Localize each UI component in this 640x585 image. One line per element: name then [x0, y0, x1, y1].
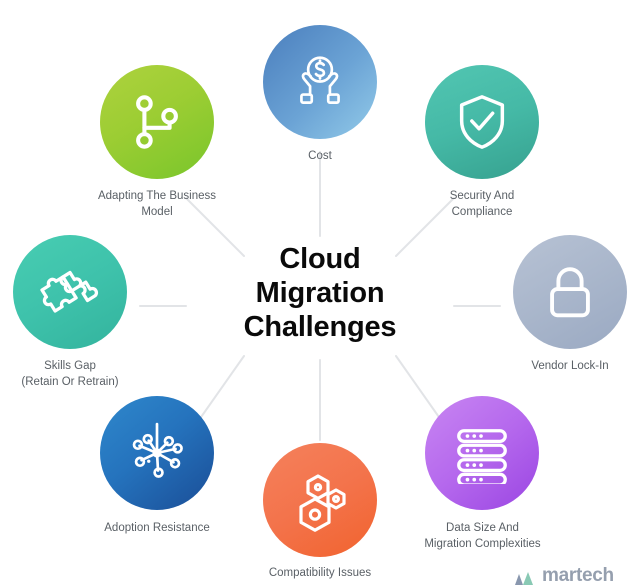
caption-skills-gap: Skills Gap (Retain Or Retrain) — [21, 360, 119, 388]
shield-check-icon — [459, 95, 505, 149]
caption-vendor-lock-in: Vendor Lock-In — [531, 360, 609, 372]
hexagon-molecules-icon — [299, 474, 346, 532]
git-branch-icon — [136, 95, 178, 149]
caption-security-and-compliance: Security And Compliance — [449, 190, 515, 218]
padlock-icon — [550, 267, 590, 318]
center-title-line-3: Challenges — [243, 311, 397, 344]
bubble-data-size-and-migration-complexities[interactable] — [425, 396, 539, 510]
watermark-text: martech — [542, 565, 614, 585]
bubble-security-and-compliance[interactable] — [425, 65, 539, 179]
caption-compatibility-issues: Compatibility Issues — [268, 567, 372, 579]
martech-logo-icon — [515, 571, 533, 585]
caption-data-size-and-migration-complexities: Data Size And Migration Complexities — [424, 522, 541, 550]
center-title-line-1: Cloud — [279, 242, 361, 275]
center-title: Cloud Migration Challenges — [190, 238, 450, 348]
bubble-vendor-lock-in[interactable] — [513, 235, 627, 349]
bubble-adoption-resistance[interactable] — [100, 396, 214, 510]
bubble-compatibility-issues[interactable] — [263, 443, 377, 557]
caption-cost: Cost — [308, 150, 332, 162]
server-stack-icon — [457, 429, 507, 484]
bubble-cost[interactable] — [263, 25, 377, 139]
center-title-line-2: Migration — [255, 276, 385, 309]
bubble-skills-gap[interactable] — [13, 235, 127, 349]
watermark: martech — [515, 566, 614, 585]
caption-adapting-the-business-model: Adapting The Business Model — [97, 190, 217, 218]
hands-holding-coin-icon — [300, 56, 340, 104]
connector-adoption — [198, 355, 245, 421]
bubble-adapting-the-business-model[interactable] — [100, 65, 214, 179]
puzzle-pieces-icon — [40, 270, 99, 313]
caption-adoption-resistance: Adoption Resistance — [104, 522, 210, 534]
connector-datasize — [395, 355, 442, 421]
network-hub-icon — [132, 422, 183, 478]
